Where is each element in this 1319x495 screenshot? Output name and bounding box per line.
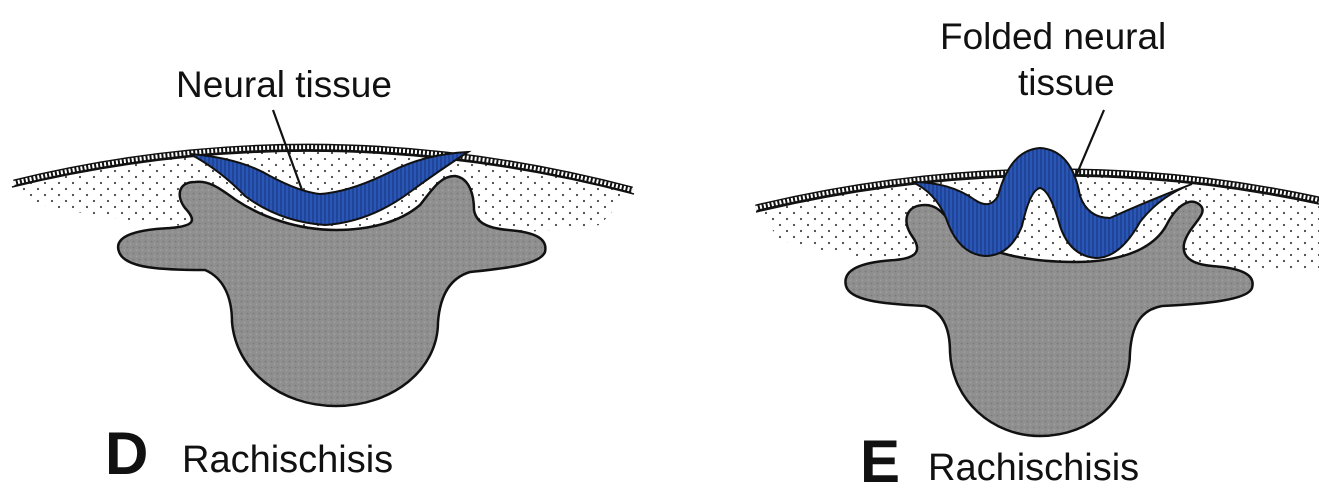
callout-leader-e <box>1076 110 1104 176</box>
panel-caption-d: Rachischisis <box>182 440 393 480</box>
panel-letter-d: D <box>105 424 148 484</box>
callout-label-e-line1: Folded neural <box>940 16 1166 58</box>
panel-letter-e: E <box>860 432 900 492</box>
callout-label-d: Neural tissue <box>176 64 392 106</box>
panel-d <box>12 110 634 406</box>
panel-caption-e: Rachischisis <box>928 448 1139 488</box>
panel-e <box>756 110 1319 436</box>
callout-label-e-line2: tissue <box>1018 62 1115 104</box>
